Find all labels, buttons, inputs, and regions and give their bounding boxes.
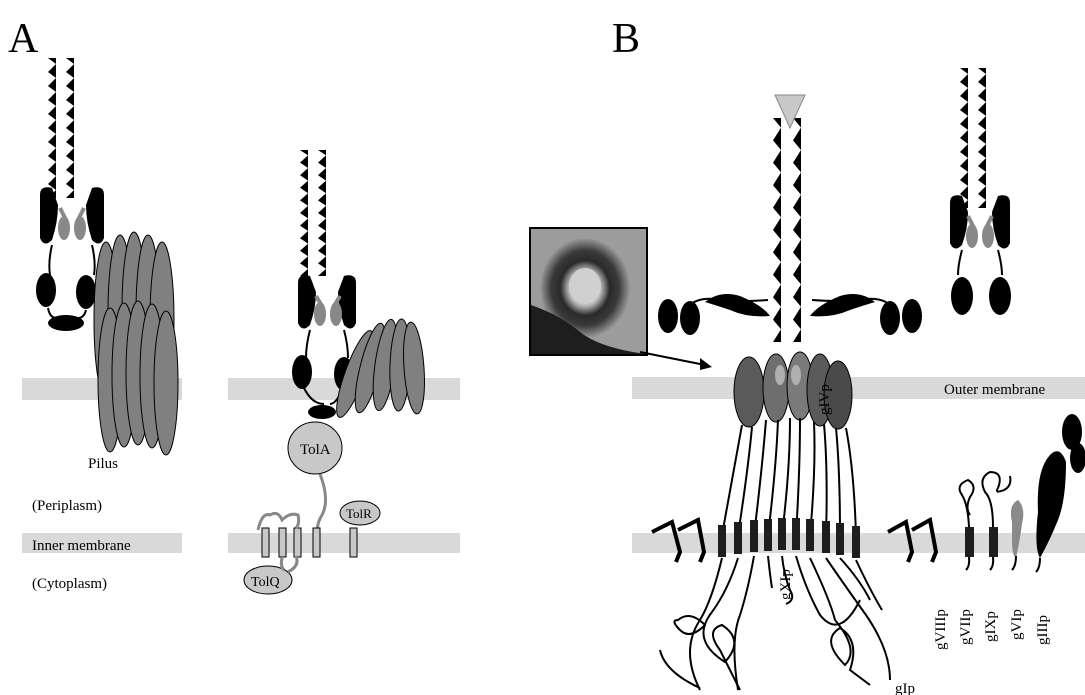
periplasm-label: (Periplasm) [32, 498, 102, 514]
assembling-phage-filament [773, 95, 805, 342]
phage-filament-a2 [300, 150, 326, 276]
gip-cytoplasmic-loops [660, 556, 890, 690]
tolr-label: TolR [346, 506, 372, 521]
panel-a-label: A [8, 16, 39, 62]
tola-label: TolA [300, 442, 331, 458]
phage-filament-a1 [48, 58, 74, 198]
givp-label: gIVp [817, 384, 833, 415]
givp-channel [734, 352, 852, 429]
inner-membrane-label: Inner membrane [32, 538, 131, 554]
tolr-protein: TolR [340, 501, 380, 525]
cytoplasm-label: (Cytoplasm) [32, 576, 107, 592]
giiip-tip-b-free [950, 195, 1011, 315]
tolq-label: TolQ [251, 575, 280, 590]
gviip-label: gVIIp [958, 609, 974, 645]
giiip-label: gIIIp [1035, 615, 1051, 645]
gvip-label: gVIp [1009, 609, 1025, 640]
pilus-label: Pilus [88, 456, 118, 472]
givp-strands [722, 418, 856, 535]
gviiip-label: gVIIIp [933, 609, 949, 650]
giiip-arms-b [658, 294, 922, 335]
gixp-protein [982, 472, 1010, 570]
panel-b-label: B [612, 16, 640, 62]
arrow-pointer [640, 352, 712, 370]
outer-membrane-label: Outer membrane [944, 382, 1046, 398]
gviip-protein [960, 480, 974, 570]
pilus [94, 232, 178, 455]
phage-filament-b-free [960, 68, 986, 208]
gip-label: gIp [895, 681, 915, 695]
tolq-protein: TolQ [244, 556, 297, 594]
em-micrograph-inset [530, 228, 647, 355]
gixp-label: gIXp [983, 611, 999, 642]
gxip-label: gXIp [778, 569, 794, 600]
